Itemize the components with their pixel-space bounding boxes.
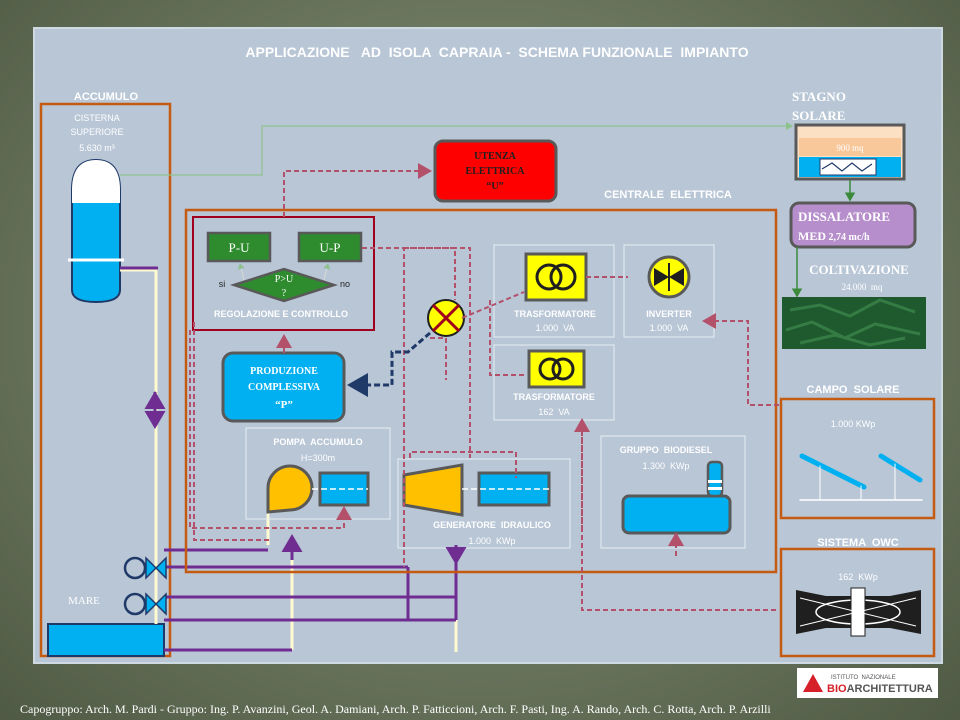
owc-value: 162 KWp: [838, 572, 878, 582]
biodiesel-label: GRUPPO BIODIESEL: [620, 445, 713, 455]
logo-bio: BIO: [827, 683, 847, 695]
turbine-icon: [402, 463, 551, 517]
centrale-heading: CENTRALE ELETTRICA: [604, 189, 732, 201]
up-box: [297, 231, 363, 263]
dissalatore-med: MED: [798, 229, 826, 243]
control-lines-dashed: [189, 163, 779, 611]
decision-line1: P>U: [275, 274, 294, 285]
mare-label: MARE: [68, 595, 100, 607]
stagno-line2: SOLARE: [792, 108, 845, 123]
logo-brand: BIOARCHITETTURA: [827, 683, 933, 695]
trasformatore2-group: [493, 344, 615, 421]
inverter-value: 1.000 VA: [650, 323, 689, 333]
owc-box: [779, 547, 936, 658]
si-label: si: [219, 279, 226, 289]
trasformatore1-label: TRASFORMATORE: [514, 309, 596, 319]
pompa-group: [245, 427, 391, 520]
regolazione-label: REGOLAZIONE E CONTROLLO: [214, 309, 348, 319]
stagno-area: 900 mq: [836, 143, 864, 153]
utenza-line2: ELETTRICA: [466, 166, 526, 177]
coltivazione-area: 24.000 mq: [842, 282, 883, 292]
valve-upper: [123, 556, 167, 580]
generatore-group: [397, 458, 571, 549]
trasformatore2-icon: [527, 349, 586, 389]
biodiesel-engine-icon: [621, 460, 732, 535]
utenza-elettrica-box: [433, 139, 558, 203]
pompa-value: H=300m: [301, 453, 335, 463]
biodiesel-group: [600, 435, 746, 549]
trasformatore2-value: 162 VA: [538, 407, 569, 417]
trasformatore1-icon: [524, 252, 588, 302]
cisterna-capacity: 5.630 m³: [79, 143, 115, 153]
logo-top-text: ISTITUTO NAZIONALE: [831, 675, 896, 681]
trasformatore2-label: TRASFORMATORE: [513, 392, 595, 402]
solar-panels-icon: [799, 453, 923, 501]
valve-lower: [123, 592, 167, 616]
produzione-line3: “P”: [275, 399, 293, 411]
cisterna-label-2: SUPERIORE: [70, 127, 123, 137]
trasformatore1-value: 1.000 VA: [536, 323, 575, 333]
no-arrow: [323, 263, 331, 281]
owc-turbine-icon: [796, 587, 921, 637]
junction-node: [427, 299, 465, 337]
accumulo-heading: ACCUMULO: [74, 91, 139, 103]
generatore-value: 1.000 KWp: [468, 536, 515, 546]
inverter-icon: [647, 255, 691, 299]
campo-solare-value: 1.000 KWp: [831, 419, 876, 429]
decision-line2: ?: [282, 288, 287, 299]
no-label: no: [340, 279, 350, 289]
pu-box: [206, 231, 272, 263]
inverter-label: INVERTER: [646, 309, 692, 319]
pu-label: P-U: [229, 240, 251, 255]
purple-pipes: [120, 266, 458, 652]
dissalatore-line2: MED 2,74 mc/h: [798, 229, 870, 243]
upper-cistern-tank: [68, 158, 124, 304]
cisterna-label-1: CISTERNA: [74, 113, 120, 123]
pump-icon: [266, 464, 370, 514]
logo-arch: ARCHITETTURA: [847, 683, 933, 695]
trasformatore1-group: [493, 244, 615, 338]
diagram-title: APPLICAZIONE AD ISOLA CAPRAIA - SCHEMA F…: [245, 44, 748, 60]
sea-tank: [47, 623, 165, 657]
cistern-to-pond-line: [120, 121, 794, 176]
generatore-label: GENERATORE IDRAULICO: [433, 520, 551, 530]
campo-solare-box: [779, 397, 936, 520]
footer-credits: Capogruppo: Arch. M. Pardi - Gruppo: Ing…: [20, 702, 771, 716]
up-label: U-P: [320, 240, 341, 255]
utenza-line3: “U”: [486, 181, 503, 192]
owc-heading: SISTEMA OWC: [817, 537, 899, 549]
centrale-elettrica-box: [184, 208, 778, 574]
dissalatore-rate: 2,74 mc/h: [826, 232, 870, 243]
produzione-feed-line: [347, 331, 431, 397]
si-arrow: [237, 263, 245, 281]
dissalatore-box: [789, 201, 917, 249]
bioarchitettura-logo: ISTITUTO NAZIONALE BIOARCHITETTURA: [797, 668, 938, 698]
coltivazione-label: COLTIVAZIONE: [809, 262, 909, 277]
utenza-line1: UTENZA: [474, 151, 516, 162]
cultivation-field-icon: [782, 297, 926, 349]
inverter-group: [623, 244, 715, 338]
dissalatore-line1: DISSALATORE: [798, 209, 890, 224]
campo-solare-heading: CAMPO SOLARE: [807, 384, 900, 396]
logo-graphic: ISTITUTO NAZIONALE BIOARCHITETTURA: [803, 674, 933, 695]
stagno-line1: STAGNO: [792, 89, 846, 104]
decision-diamond: [229, 267, 339, 303]
biodiesel-value: 1.300 KWp: [642, 461, 689, 471]
solar-pond-icon: [794, 123, 906, 181]
produzione-line2: COMPLESSIVA: [248, 382, 321, 393]
pompa-label: POMPA ACCUMULO: [273, 437, 362, 447]
produzione-line1: PRODUZIONE: [250, 366, 318, 377]
